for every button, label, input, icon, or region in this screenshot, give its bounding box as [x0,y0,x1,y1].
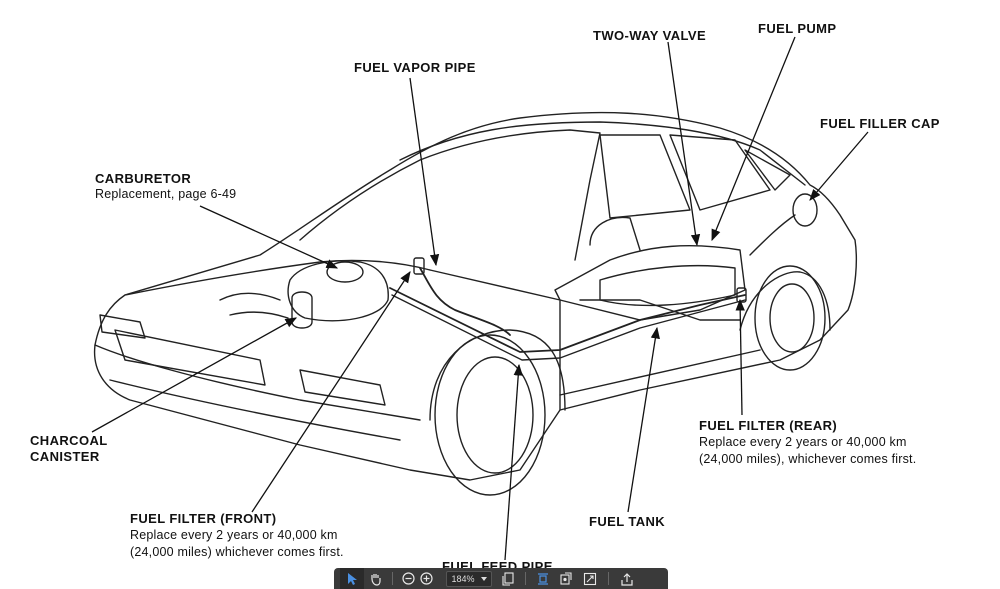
car-front-door-window [599,134,691,219]
note-fuel-filter-rear-1: Replace every 2 years or 40,000 km [699,435,907,449]
rear-wheel-arch [739,271,831,331]
cutaway-floor [554,245,746,321]
car-front-bumper [94,344,421,421]
front-wheel-rim [456,356,534,474]
hand-pan-icon[interactable] [364,568,386,589]
label-charcoal-canister-line1: CHARCOAL [30,433,108,448]
zoom-in-icon[interactable] [417,568,435,589]
car-headlight-left [99,314,146,339]
label-fuel-filter-rear: FUEL FILTER (REAR) [699,418,838,433]
chevron-down-icon [480,576,487,581]
note-fuel-filter-front-1: Replace every 2 years or 40,000 km [130,528,338,542]
fuel-filler-cap-shape [792,193,818,227]
car-windshield [299,129,601,261]
rear-seat [589,216,641,251]
fit-width-icon[interactable] [532,568,554,589]
front-fuel-filter-shape [413,257,425,275]
note-carburetor: Replacement, page 6-49 [95,187,237,201]
note-fuel-filter-rear-2: (24,000 miles), whichever comes first. [699,452,917,466]
engine-block [287,260,389,322]
fuel-feed-pipe-line [389,287,746,353]
front-wheel [434,334,546,496]
car-lower-bumper [109,379,401,441]
car-rear-quarter-window [744,149,791,191]
fuel-return-line [391,294,746,361]
label-fuel-filter-front: FUEL FILTER (FRONT) [130,511,277,526]
carburetor-shape [326,261,364,283]
rear-wheel-rim [769,283,815,353]
arrow-fuel-feed-pipe [504,363,523,561]
page-view-icon[interactable] [497,568,519,589]
zoom-select-box: 184% [446,570,492,587]
arrow-fuel-filter-rear [735,298,745,416]
label-carburetor: CARBURETOR [95,171,192,186]
label-fuel-pump: FUEL PUMP [758,21,837,36]
car-grille [114,329,266,386]
label-fuel-vapor-pipe: FUEL VAPOR PIPE [354,60,476,75]
select-cursor-icon[interactable] [340,568,364,589]
car-body-outline [93,111,857,481]
arrow-two-way-valve [667,41,701,247]
toolbar-separator [392,572,393,585]
car-hood-line [124,259,431,296]
zoom-select[interactable]: 184% [441,568,497,589]
toolbar-separator [608,572,609,585]
note-fuel-filter-front-2: (24,000 miles) whichever comes first. [130,545,344,559]
fuel-tank-body [599,264,736,307]
fuel-vapor-pipe-line [419,267,511,336]
arrow-charcoal-canister [91,317,298,433]
arrow-fuel-tank [627,326,660,513]
toolbar-separator [525,572,526,585]
label-charcoal-canister-line2: CANISTER [30,449,100,464]
arrow-fuel-pump [711,36,796,242]
arrow-carburetor [199,205,339,269]
car-roofline [399,121,806,186]
fit-page-icon[interactable] [578,568,602,589]
viewer-toolbar: 184% [334,568,668,589]
rotate-page-icon[interactable] [554,568,578,589]
arrow-fuel-filter-front [251,271,411,513]
zoom-value: 184% [451,573,475,584]
car-rear-door-window [669,134,771,211]
car-rocker-panel [559,349,761,396]
label-fuel-tank: FUEL TANK [589,514,666,529]
car-headlight-right [299,369,386,406]
share-export-icon[interactable] [615,568,639,589]
label-fuel-filler-cap: FUEL FILLER CAP [820,116,940,131]
arrow-fuel-filler-cap [809,131,869,201]
arrow-fuel-vapor-pipe [409,77,440,267]
front-wheel-arch [429,329,566,421]
zoom-out-icon[interactable] [399,568,417,589]
rear-wheel [754,265,826,371]
fuel-filler-neck [749,214,796,256]
label-two-way-valve: TWO-WAY VALVE [593,28,707,43]
engine-detail [219,292,289,319]
car-door-line [579,299,741,321]
